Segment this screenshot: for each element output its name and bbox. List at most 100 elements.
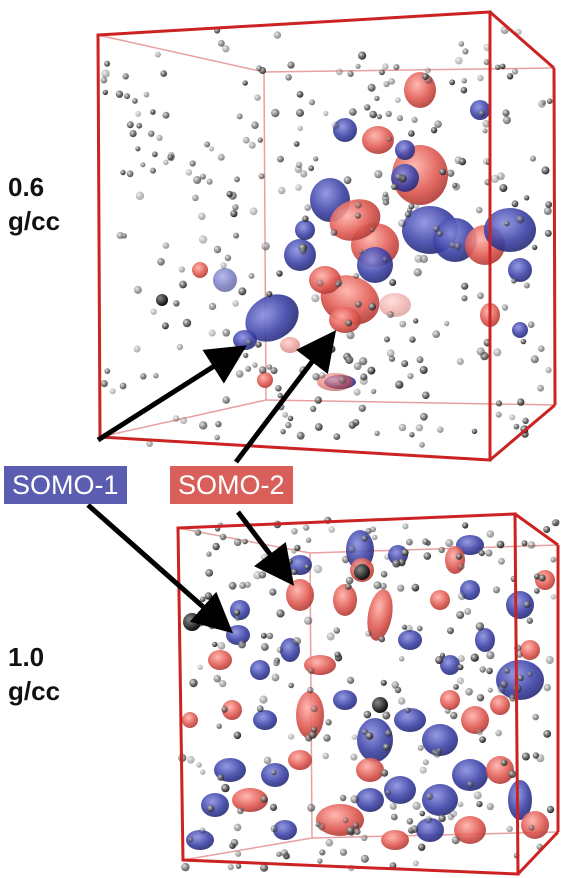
atom-icon xyxy=(374,430,380,436)
atom-icon xyxy=(167,154,174,161)
atom-icon xyxy=(412,801,421,811)
somo1-lobe-icon xyxy=(384,776,416,804)
atom-icon xyxy=(355,212,361,219)
atom-icon xyxy=(477,292,484,300)
atom-icon xyxy=(221,706,228,713)
atom-icon xyxy=(308,730,317,739)
atom-icon xyxy=(214,434,220,441)
atom-icon xyxy=(482,128,488,134)
atom-icon xyxy=(516,652,523,658)
atom-icon xyxy=(410,825,419,833)
atom-icon xyxy=(545,201,553,209)
atom-icon xyxy=(277,155,284,163)
atom-icon xyxy=(546,805,555,814)
atom-icon xyxy=(490,174,500,183)
atom-icon xyxy=(528,824,535,831)
atom-icon xyxy=(419,810,426,817)
atom-icon xyxy=(152,151,158,158)
atom-icon xyxy=(104,60,111,67)
atom-icon xyxy=(417,744,424,751)
atom-icon xyxy=(232,300,239,307)
somo1-lobe-icon xyxy=(470,100,490,120)
atom-icon xyxy=(218,40,225,47)
atom-icon xyxy=(390,813,398,821)
atom-icon xyxy=(287,415,294,422)
atom-icon xyxy=(260,795,268,803)
atom-icon xyxy=(517,398,525,406)
atom-icon xyxy=(367,83,376,92)
atom-icon xyxy=(513,423,520,430)
atom-icon xyxy=(391,183,398,191)
atom-icon xyxy=(458,41,465,47)
atom-icon xyxy=(415,424,424,432)
atom-icon xyxy=(237,807,244,815)
atom-icon xyxy=(437,230,443,237)
atom-icon xyxy=(389,802,397,810)
atom-icon xyxy=(465,688,473,696)
atom-icon xyxy=(478,550,485,557)
atom-icon xyxy=(422,538,429,545)
atom-icon xyxy=(380,679,387,686)
atom-icon xyxy=(476,728,484,736)
atom-icon xyxy=(222,45,230,53)
atom-icon xyxy=(370,388,377,395)
atom-icon xyxy=(189,160,196,167)
atom-icon xyxy=(461,295,468,302)
somo2-lobe-icon xyxy=(232,788,268,812)
atom-icon xyxy=(227,864,234,871)
atom-icon xyxy=(353,828,361,835)
atom-icon xyxy=(391,681,399,689)
atom-icon xyxy=(266,364,273,370)
atom-icon xyxy=(135,191,145,200)
somo2-lobe-icon xyxy=(381,830,409,850)
atom-icon xyxy=(382,711,391,720)
atom-icon xyxy=(313,156,319,162)
somo1-lobe-icon xyxy=(456,535,484,555)
atom-icon xyxy=(198,212,206,221)
atom-icon xyxy=(331,121,340,129)
somo1-lobe-icon xyxy=(284,239,316,271)
somo1-lobe-icon xyxy=(230,600,250,620)
atom-icon xyxy=(235,850,242,857)
atom-icon xyxy=(221,783,230,793)
somo1-lobe-icon xyxy=(250,660,270,680)
atom-icon xyxy=(199,827,206,834)
atom-icon xyxy=(271,673,280,682)
atom-icon xyxy=(538,574,546,582)
atom-icon xyxy=(303,524,310,531)
atom-icon xyxy=(310,705,318,713)
somo1-lobe-icon xyxy=(440,655,460,675)
atom-icon xyxy=(307,803,316,812)
somo2-lobe-icon xyxy=(329,307,361,333)
atom-icon xyxy=(397,584,405,592)
atom-icon xyxy=(328,526,336,533)
atom-icon xyxy=(100,76,108,84)
atom-icon xyxy=(212,542,220,551)
atom-icon xyxy=(420,412,428,421)
atom-icon xyxy=(173,300,180,307)
atom-icon xyxy=(345,576,354,585)
atom-icon xyxy=(500,680,508,688)
atom-icon xyxy=(380,570,388,578)
atom-icon xyxy=(226,190,233,198)
atom-icon xyxy=(387,311,394,318)
atom-icon xyxy=(245,365,252,372)
atom-icon xyxy=(406,818,414,825)
atom-icon xyxy=(258,366,267,374)
atom-icon xyxy=(323,110,329,117)
atom-icon xyxy=(273,659,280,667)
somo2-lobe-icon xyxy=(208,650,232,670)
atom-icon xyxy=(382,256,389,263)
somo2-lobe-icon xyxy=(309,266,341,294)
atom-icon xyxy=(278,186,286,195)
atom-icon xyxy=(532,752,540,759)
atom-icon xyxy=(422,759,429,766)
somo2-lobe-icon xyxy=(461,706,489,734)
atom-icon xyxy=(495,400,503,407)
atom-icon xyxy=(439,168,447,176)
somo1-lobe-icon xyxy=(512,322,528,338)
atom-icon xyxy=(373,581,382,590)
atom-icon xyxy=(182,318,192,328)
atom-icon xyxy=(506,73,514,80)
